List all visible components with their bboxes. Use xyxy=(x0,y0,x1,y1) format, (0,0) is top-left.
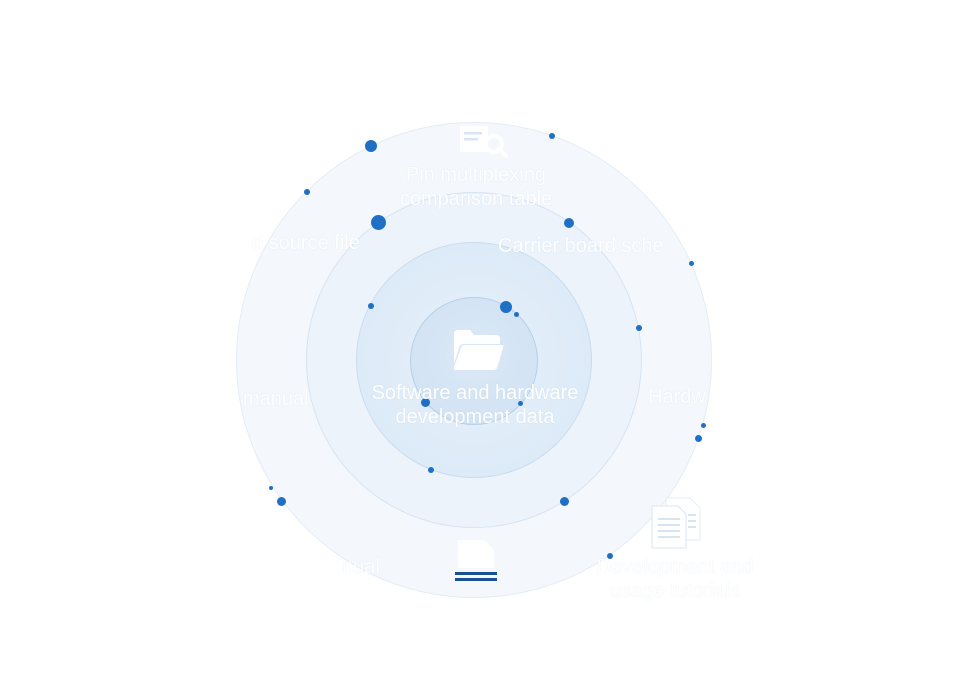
orbit-dot xyxy=(636,325,642,331)
orbit-dot xyxy=(421,398,430,407)
orbit-dot xyxy=(607,553,613,559)
carrier-board-label: Carrier board sche xyxy=(498,235,664,257)
hardware-label: Hardw xyxy=(648,386,706,408)
orbit-dot xyxy=(514,312,519,317)
orbit-dot xyxy=(518,401,523,406)
orbit-dot xyxy=(549,133,555,139)
orbit-dot xyxy=(695,435,702,442)
orbit-dot xyxy=(371,215,386,230)
manual-bottom-label: nual xyxy=(342,556,380,578)
orbit-dot xyxy=(701,423,706,428)
tutorials-label-line1: Development and xyxy=(596,556,754,578)
tutorials-label-line2: usage tutorials xyxy=(609,580,741,602)
orbit-dot xyxy=(365,140,377,152)
manual-left-label: manual xyxy=(243,388,309,410)
document-lines-icon xyxy=(452,538,500,584)
center-label-line1: Software and hardware xyxy=(371,382,579,404)
folder-icon xyxy=(452,328,504,372)
orbit-dot xyxy=(500,301,512,313)
source-file-label: d source file xyxy=(252,232,360,254)
orbit-dot xyxy=(428,467,434,473)
orbit-dot xyxy=(368,303,374,309)
orbit-dot xyxy=(304,189,310,195)
orbit-dot xyxy=(269,486,273,490)
document-search-icon xyxy=(456,118,508,160)
orbit-dot xyxy=(689,261,694,266)
orbit-dot xyxy=(277,497,286,506)
pin-multiplexing-label-line1: Pin multiplexing xyxy=(405,164,547,186)
center-label-line2: development data xyxy=(395,406,555,428)
orbit-dot xyxy=(560,497,569,506)
document-stack-icon xyxy=(648,496,704,550)
pin-multiplexing-label-line2: comparison table xyxy=(399,188,553,210)
orbit-dot xyxy=(564,218,574,228)
